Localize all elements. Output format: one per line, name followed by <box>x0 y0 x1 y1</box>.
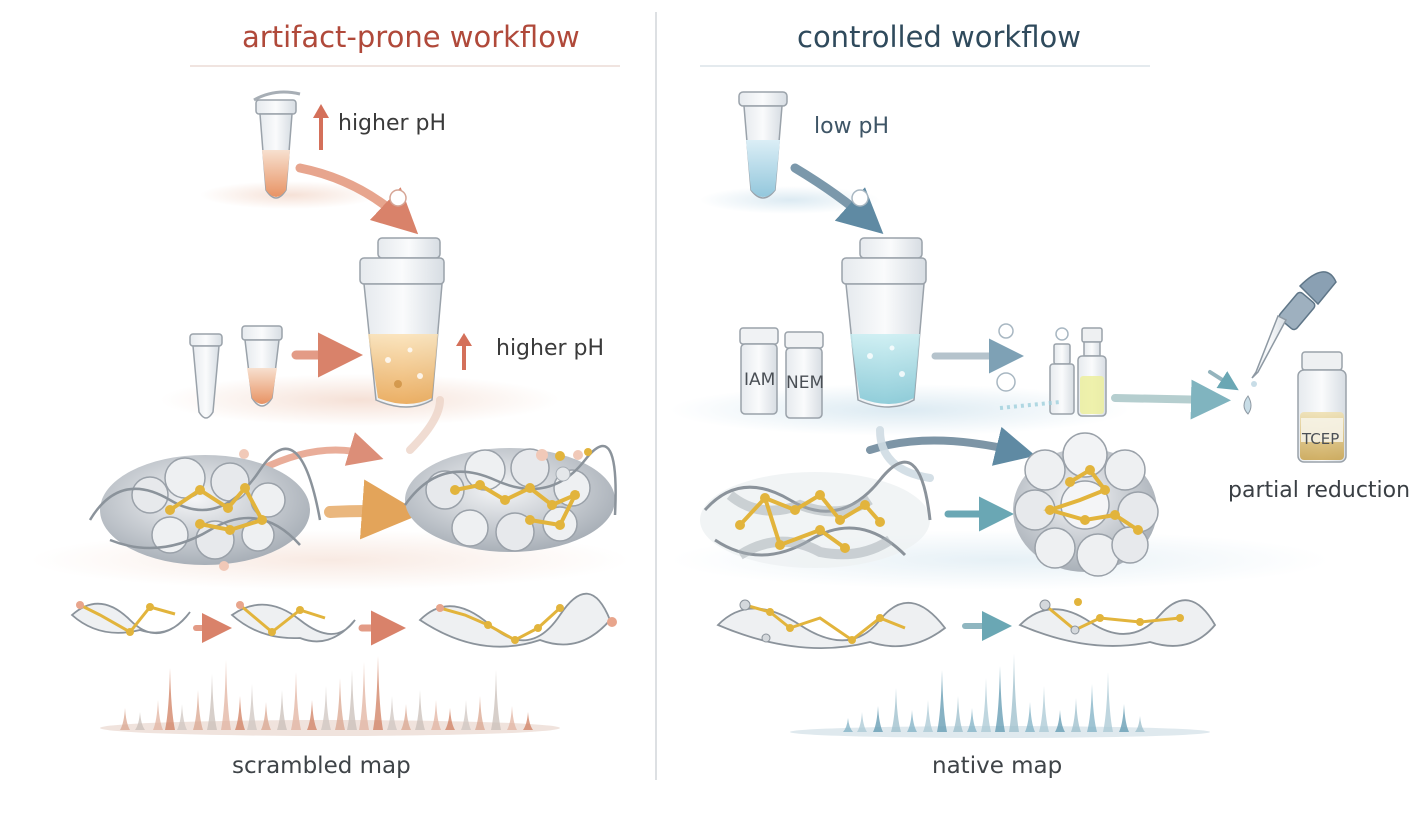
spectrum-peak <box>321 686 331 730</box>
protein-icon <box>700 460 932 568</box>
tube-icon <box>253 90 301 199</box>
spectrum-peak <box>277 690 287 730</box>
spectrum-peak <box>891 688 901 732</box>
spectrum-peak <box>1135 716 1145 732</box>
spectrum-peak <box>387 696 397 730</box>
filter-cup-icon <box>841 237 927 408</box>
vial-icon <box>1049 343 1075 415</box>
spectrum-peak <box>445 708 455 730</box>
spectrum-peak <box>981 678 991 732</box>
arrow-icon <box>324 479 422 540</box>
spectrum-peak <box>1055 710 1065 732</box>
vial-icon <box>1077 327 1107 417</box>
left-ph-label-top: higher pH <box>338 111 447 136</box>
spectrum-peak <box>347 670 357 730</box>
spectrum-peak <box>1119 704 1129 732</box>
protein-icon <box>403 444 617 552</box>
spectrum-peak <box>995 666 1005 732</box>
spectrum-peak <box>843 718 853 732</box>
left-footer-label: scrambled map <box>232 753 411 779</box>
arrow-icon <box>256 432 384 474</box>
peptide-icon <box>70 601 191 636</box>
mist-right-mid <box>670 384 1130 436</box>
bubble <box>389 189 407 207</box>
spectrum-peak <box>1087 684 1097 732</box>
tube-icon <box>738 91 788 199</box>
mist-left-mid <box>160 374 560 426</box>
spectrum-peak <box>1103 672 1113 732</box>
spectrum-peak <box>907 710 917 732</box>
left-ph-label-mid: higher pH <box>496 336 605 361</box>
spectrum-peak <box>335 678 345 730</box>
arrow-icon <box>866 426 1036 466</box>
spectrum-peak <box>507 706 517 730</box>
spectrum-peak <box>523 712 533 730</box>
peptide-icon <box>230 601 356 643</box>
right-footer-label: native map <box>932 753 1063 779</box>
spectrum-peak <box>165 668 175 730</box>
partial-reduction-label: partial reduction <box>1228 478 1411 503</box>
tube-icon <box>241 325 283 407</box>
peptide-icon <box>418 592 617 648</box>
spectrum-peak <box>475 696 485 730</box>
spectrum-peak <box>261 702 271 730</box>
arrow-icon <box>790 163 884 235</box>
spectrum-peak <box>937 670 947 732</box>
spectrum-peak <box>491 670 501 730</box>
spectrum-peak <box>401 704 411 730</box>
spectrum-peak <box>461 700 471 730</box>
vial-icon-iam <box>739 327 779 415</box>
spectrum-peak <box>135 712 145 730</box>
spectrum-peak <box>373 656 383 730</box>
left-panel-title: artifact-prone workflow <box>242 20 580 54</box>
right-panel-title: controlled workflow <box>797 20 1081 54</box>
protein-icon <box>1013 432 1159 577</box>
peptide-icon <box>1018 598 1217 647</box>
spectrum-peak <box>1071 698 1081 732</box>
up-arrow-icon <box>313 104 329 150</box>
spectrum-peak <box>193 690 203 730</box>
spectrum-peak <box>873 706 883 732</box>
peptide-icon <box>716 599 947 649</box>
spectrum-peak <box>247 684 257 730</box>
bubble <box>851 189 869 207</box>
vial-icon-tcep <box>1297 351 1347 463</box>
iam-vial-label: IAM <box>744 370 776 390</box>
spectrum-peak <box>153 700 163 730</box>
spectrum-peak <box>221 660 231 730</box>
spectrum-peak <box>1009 654 1019 732</box>
vial-icon-nem <box>784 331 824 419</box>
spectrum-icon <box>790 654 1210 738</box>
mist-left-top <box>200 181 380 209</box>
spectrum-peak <box>415 690 425 730</box>
spectrum-peak <box>307 700 317 730</box>
arrow-icon <box>1111 379 1231 420</box>
protein-icon <box>88 447 322 571</box>
spectrum-peak <box>1039 686 1049 732</box>
spectrum-peak <box>120 708 130 730</box>
tube-icon <box>189 333 223 419</box>
spectrum-peak <box>431 700 441 730</box>
spectrum-peak <box>291 672 301 730</box>
up-arrow-icon <box>456 333 472 370</box>
right-ph-label-top: low pH <box>814 114 890 139</box>
nem-vial-label: NEM <box>786 373 825 393</box>
arrow-icon <box>1208 370 1239 391</box>
spectrum-peak <box>923 700 933 732</box>
arrow-icon <box>295 163 419 235</box>
spectrum-peak <box>359 662 369 730</box>
spectrum-peak <box>207 674 217 730</box>
tcep-vial-label: TCEP <box>1302 430 1340 448</box>
spectrum-peak <box>857 712 867 732</box>
spectrum-peak <box>967 708 977 732</box>
spectrum-peak <box>177 704 187 730</box>
spectrum-peak <box>235 696 245 730</box>
filter-cup-icon <box>359 237 445 408</box>
spectrum-peak <box>953 696 963 732</box>
spectrum-peak <box>1025 702 1035 732</box>
dropper-icon <box>1243 271 1337 415</box>
spectrum-icon <box>100 656 560 736</box>
